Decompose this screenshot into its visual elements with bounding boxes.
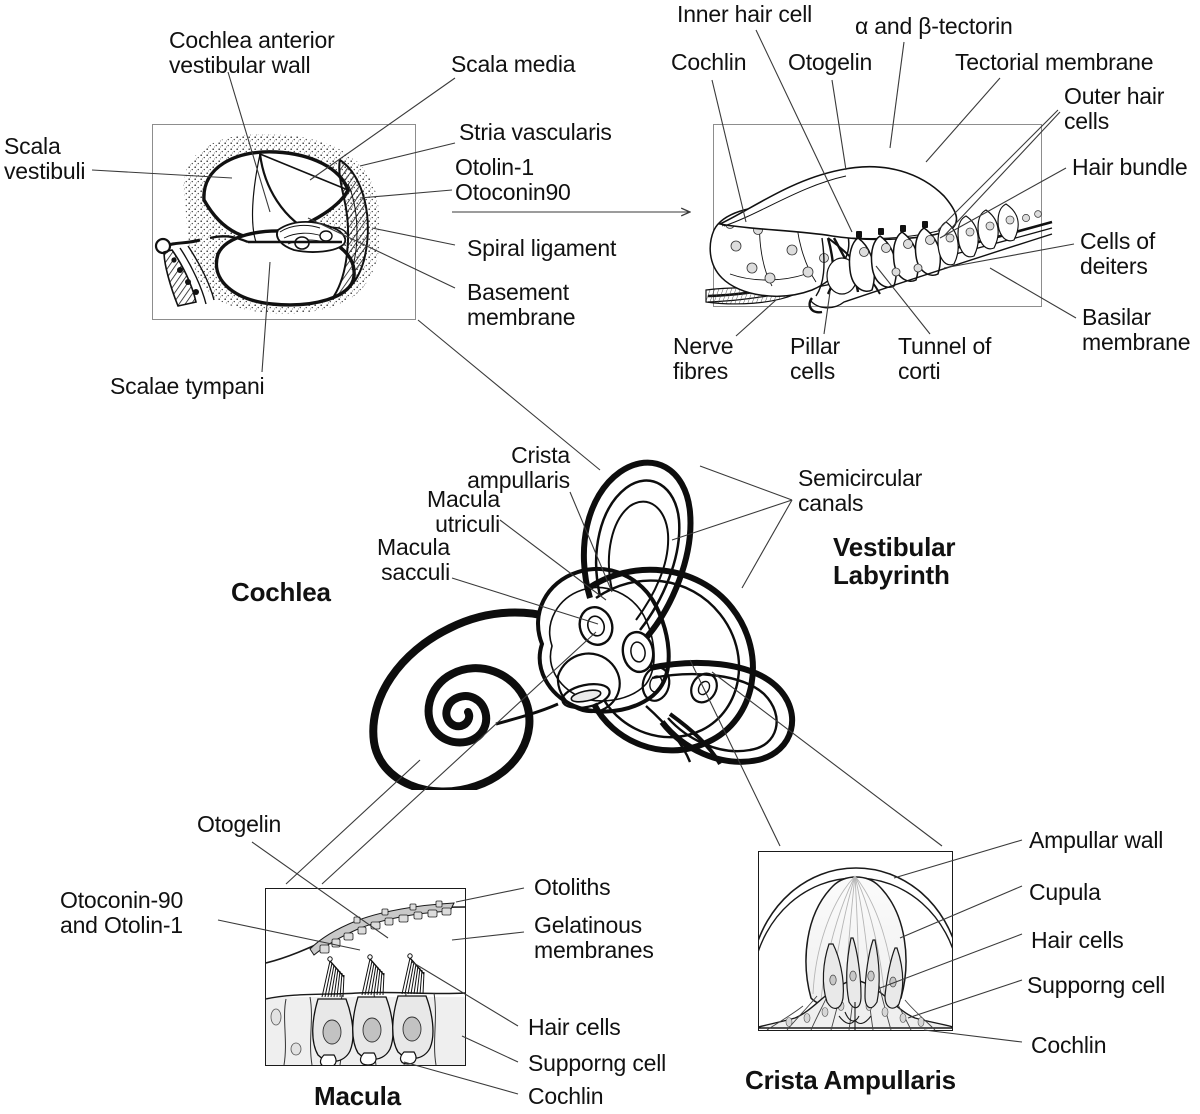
label-otoliths: Otoliths — [534, 874, 611, 900]
label-hair-bundle: Hair bundle — [1072, 154, 1188, 180]
macula-detail-artwork — [266, 889, 465, 1065]
label-gelatinous-membranes: Gelatinous membranes — [534, 912, 654, 963]
label-tectorial-membrane: Tectorial membrane — [955, 49, 1154, 75]
label-scala-vestibuli: Scala vestibuli — [4, 133, 86, 184]
label-scalae-tympani: Scalae tympani — [110, 373, 265, 399]
label-otoconin90-otolin1: Otoconin-90 and Otolin-1 — [60, 887, 184, 938]
title-vestibular-labyrinth: Vestibular Labyrinth — [833, 532, 956, 590]
cochlea-cross-section-artwork — [154, 134, 381, 314]
label-ampullar-wall: Ampullar wall — [1029, 827, 1164, 853]
label-semicircular-canals: Semicircular canals — [798, 465, 923, 516]
label-basement-membrane: Basement membrane — [467, 279, 576, 330]
label-cells-of-deiters: Cells of deiters — [1080, 228, 1156, 279]
label-scala-media: Scala media — [451, 51, 576, 77]
label-tunnel-of-corti: Tunnel of corti — [898, 333, 992, 384]
label-cochlin-corti: Cochlin — [671, 49, 747, 75]
label-basilar-membrane: Basilar membrane — [1082, 304, 1191, 355]
label-spiral-ligament: Spiral ligament — [467, 235, 617, 261]
label-macula-utriculi: Macula utriculi — [427, 486, 500, 537]
label-pillar-cells: Pillar cells — [790, 333, 840, 384]
title-macula: Macula — [314, 1081, 401, 1111]
crista-detail-artwork — [759, 852, 952, 1030]
label-supporng-cell-macula: Supporng cell — [528, 1050, 667, 1076]
title-crista-ampullaris: Crista Ampullaris — [745, 1065, 956, 1095]
label-cochlin-macula: Cochlin — [528, 1083, 604, 1109]
label-alpha-beta-tectorin: α and β-tectorin — [855, 13, 1013, 39]
label-nerve-fibres: Nerve fibres — [673, 333, 734, 384]
label-hair-cells-macula: Hair cells — [528, 1014, 621, 1040]
label-cupula: Cupula — [1029, 879, 1101, 905]
label-otogelin-corti: Otogelin — [788, 49, 873, 75]
label-stria-vascularis: Stria vascularis — [459, 119, 612, 145]
organ-of-corti-artwork — [705, 166, 1053, 314]
label-crista-ampullaris-callout: Crista ampullaris — [467, 442, 570, 493]
label-macula-sacculi: Macula sacculi — [377, 534, 450, 585]
label-otogelin-macula: Otogelin — [197, 811, 282, 837]
label-supporng-cell-crista: Supporng cell — [1027, 972, 1166, 998]
label-outer-hair-cells: Outer hair cells — [1064, 83, 1165, 134]
label-inner-hair-cell: Inner hair cell — [677, 1, 813, 27]
label-cochlin-crista: Cochlin — [1031, 1032, 1107, 1058]
label-cochlea-anterior-vestibular-wall: Cochlea anterior vestibular wall — [169, 27, 335, 78]
title-cochlea: Cochlea — [231, 577, 331, 607]
label-hair-cells-crista: Hair cells — [1031, 927, 1124, 953]
label-otolin1-otoconin90: Otolin-1 Otoconin90 — [455, 154, 571, 205]
